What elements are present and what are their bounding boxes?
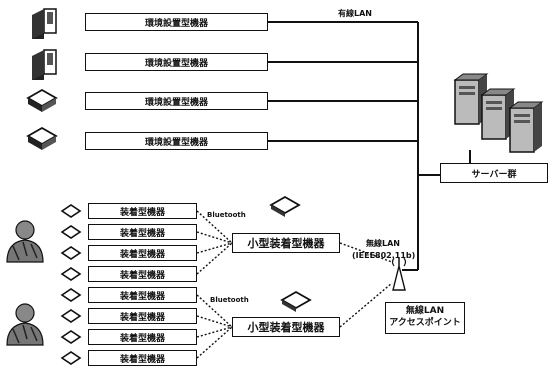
server-cluster-icon [453,73,544,153]
env-device-box-2: 環境設置型機器 [85,53,268,71]
wearable-box-7: 装着型機器 [88,329,197,345]
small-wearable-box-2: 小型装着型機器 [232,317,340,337]
wireless-lan-label: 無線LAN [366,239,400,248]
ap-label-line1: 無線LAN [405,306,445,317]
wireless-links [196,210,393,359]
env-device-icon-2 [32,49,57,80]
wired-lan-label: 有線LAN [338,9,372,18]
env-device-icon-3 [26,88,58,112]
wearable-box-5: 装着型機器 [88,287,197,303]
person-icon-1 [6,220,44,263]
person-icon-2 [6,303,44,346]
access-point-box: 無線LAN アクセスポイント [385,302,465,334]
wearable-box-2: 装着型機器 [88,224,197,240]
bluetooth-label-2: Bluetooth [210,296,249,304]
env-device-box-3: 環境設置型機器 [85,92,268,110]
wireless-std-label: (IEEE802.11b) [352,251,416,260]
wearable-sensor-icons [60,204,82,365]
server-group-box: サーバー群 [440,163,548,183]
small-wearable-box-1: 小型装着型機器 [232,233,340,253]
hub-device-icon-2 [280,290,312,312]
wearable-box-8: 装着型機器 [88,350,197,366]
wearable-box-3: 装着型機器 [88,245,197,261]
env-device-icon-1 [32,8,57,39]
wearable-box-6: 装着型機器 [88,308,197,324]
ap-label-line2: アクセスポイント [389,318,461,328]
access-point-icon [391,257,407,291]
wearable-box-1: 装着型機器 [88,203,197,219]
wired-lan-lines [268,21,471,271]
bluetooth-label-1: Bluetooth [207,211,246,219]
env-device-icon-4 [26,126,58,150]
env-device-box-1: 環境設置型機器 [85,13,268,31]
hub-device-icon-1 [269,195,301,217]
wearable-box-4: 装着型機器 [88,266,197,282]
env-device-box-4: 環境設置型機器 [85,132,268,150]
